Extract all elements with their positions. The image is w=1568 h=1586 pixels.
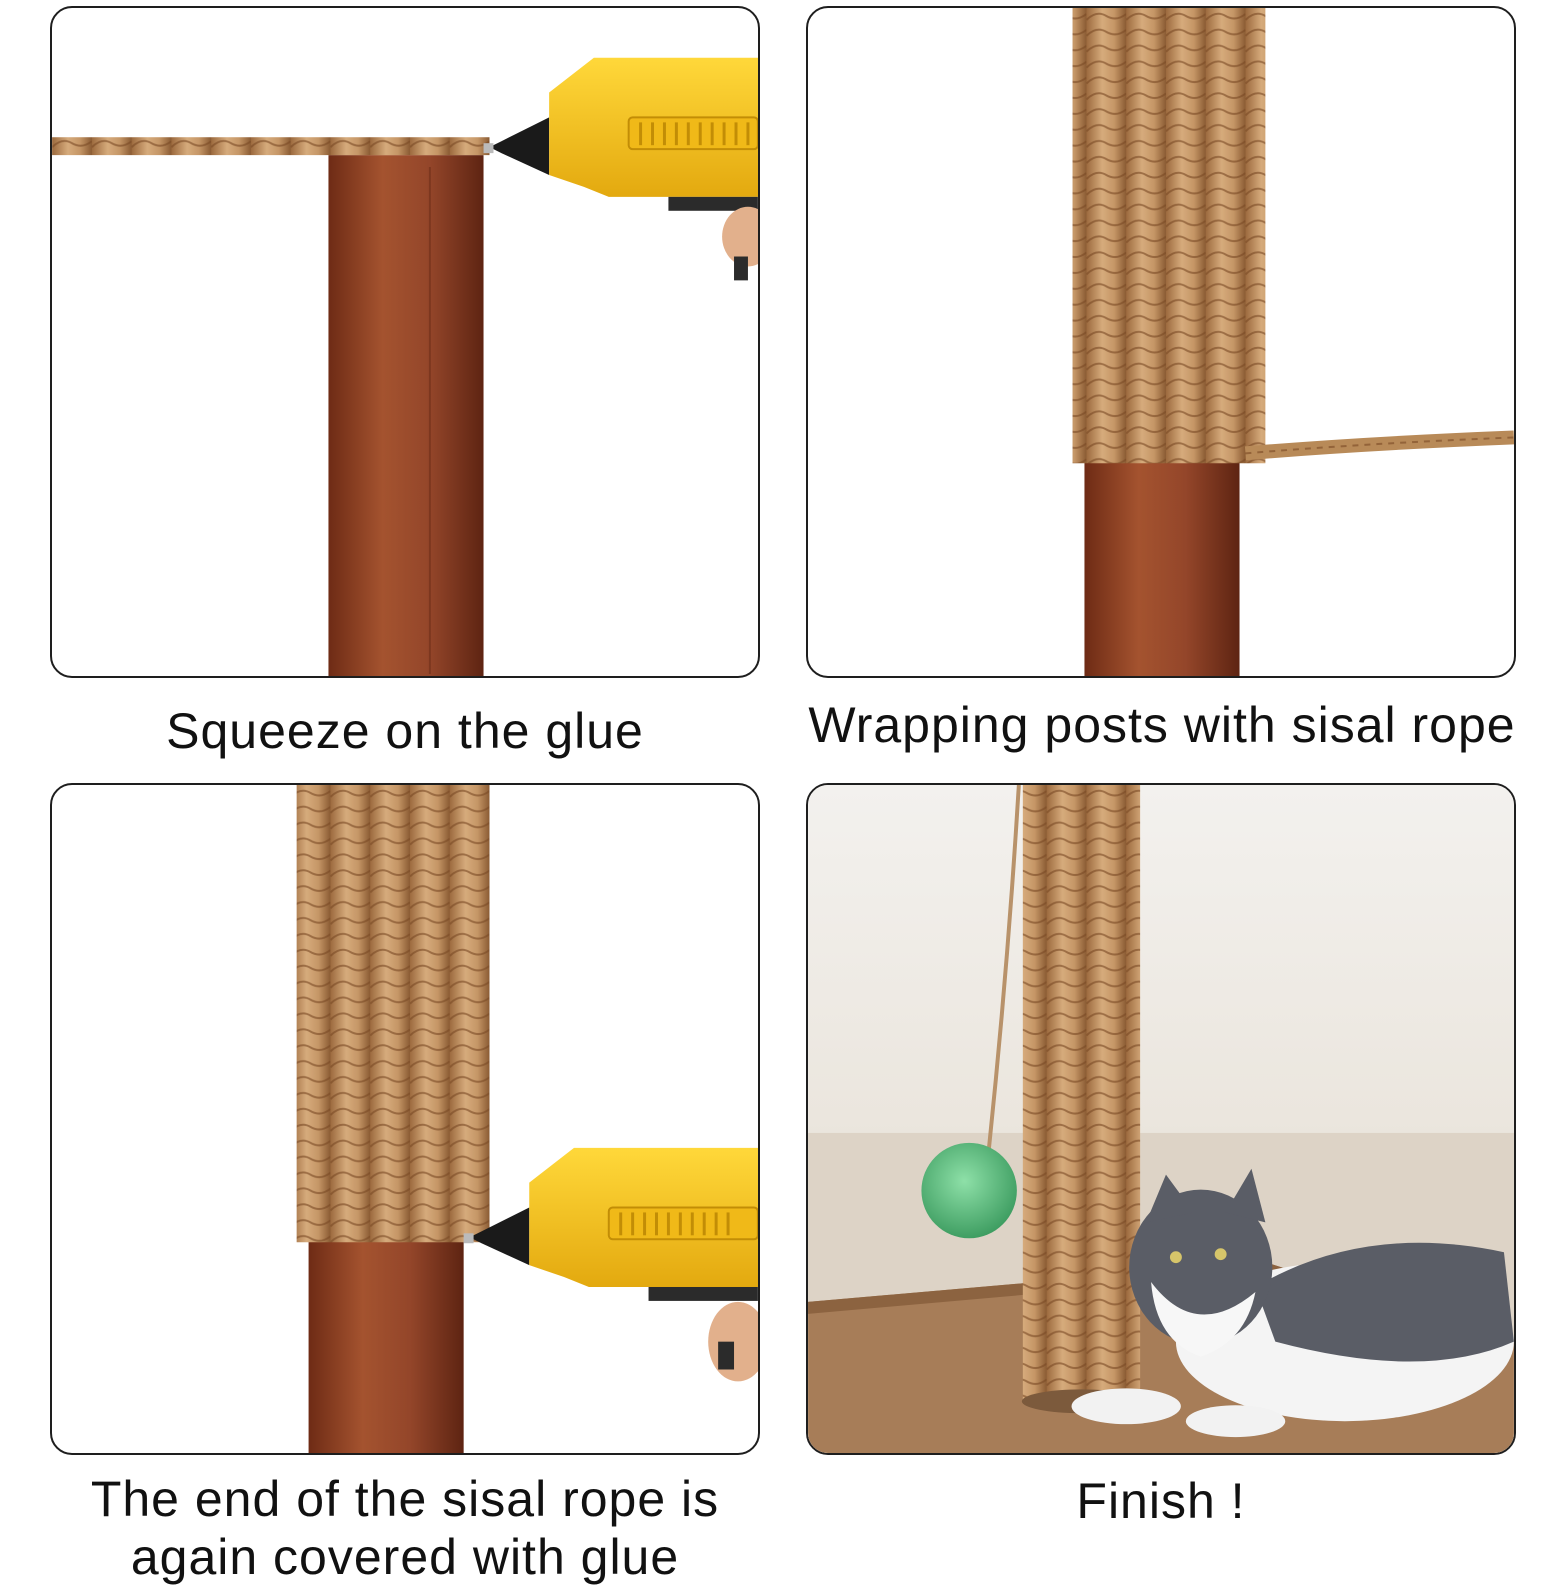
step-4-caption: Finish ! xyxy=(1076,1473,1246,1529)
step-2-caption: Wrapping posts with sisal rope xyxy=(808,697,1516,753)
sisal-rope-icon xyxy=(1072,8,1514,464)
glue-gun-icon xyxy=(483,57,758,281)
wooden-post-icon xyxy=(308,1232,464,1453)
step-3-caption-line-2: again covered with glue xyxy=(130,1529,680,1585)
step-1-caption: Squeeze on the glue xyxy=(166,703,644,759)
step-3-caption-line-1: The end of the sisal rope is xyxy=(90,1471,720,1527)
step-1-panel xyxy=(50,6,760,678)
step-4-panel xyxy=(806,783,1516,1455)
sisal-post xyxy=(1021,785,1142,1414)
step-3-panel xyxy=(50,783,760,1455)
step-3-illustration xyxy=(296,785,758,1453)
step-4-photo xyxy=(808,785,1514,1453)
cat-icon xyxy=(1071,1168,1514,1438)
step-2-illustration xyxy=(1072,8,1514,676)
sisal-rope-icon xyxy=(296,785,490,1243)
wooden-post-icon xyxy=(1084,460,1240,676)
wooden-post-icon xyxy=(328,155,484,676)
step-3-caption: The end of the sisal rope is again cover… xyxy=(40,1470,770,1586)
pompom-toy-icon xyxy=(921,785,1021,1239)
step-1-illustration xyxy=(52,57,758,676)
glue-gun-icon xyxy=(463,1147,758,1382)
sisal-rope-icon xyxy=(52,137,490,156)
step-2-panel xyxy=(806,6,1516,678)
